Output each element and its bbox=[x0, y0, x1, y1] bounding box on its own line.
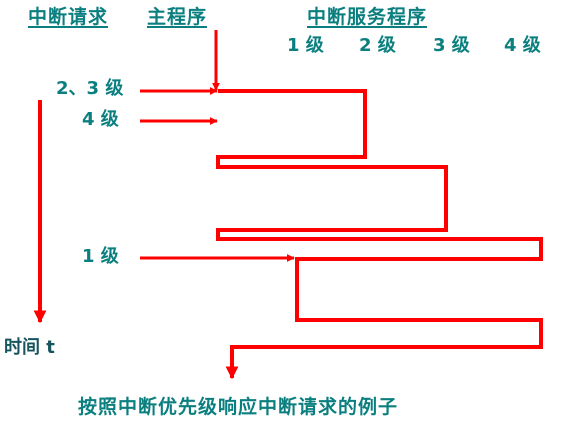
time-axis-label: 时间 t bbox=[4, 337, 55, 358]
diagram-caption: 按照中断优先级响应中断请求的例子 bbox=[78, 396, 399, 418]
header-main-program: 主程序 bbox=[147, 6, 208, 28]
isr-level-3: 3 级 bbox=[433, 35, 470, 56]
request-label-level-4: 4 级 bbox=[82, 109, 119, 130]
header-interrupt-request: 中断请求 bbox=[28, 6, 109, 28]
header-isr: 中断服务程序 bbox=[307, 6, 428, 28]
isr-level-2: 2 级 bbox=[359, 35, 396, 56]
request-label-level-1: 1 级 bbox=[82, 246, 119, 267]
request-label-levels-2-3: 2、3 级 bbox=[56, 78, 124, 99]
isr-level-1: 1 级 bbox=[287, 35, 324, 56]
execution-path bbox=[216, 89, 543, 380]
isr-level-4: 4 级 bbox=[504, 35, 541, 56]
